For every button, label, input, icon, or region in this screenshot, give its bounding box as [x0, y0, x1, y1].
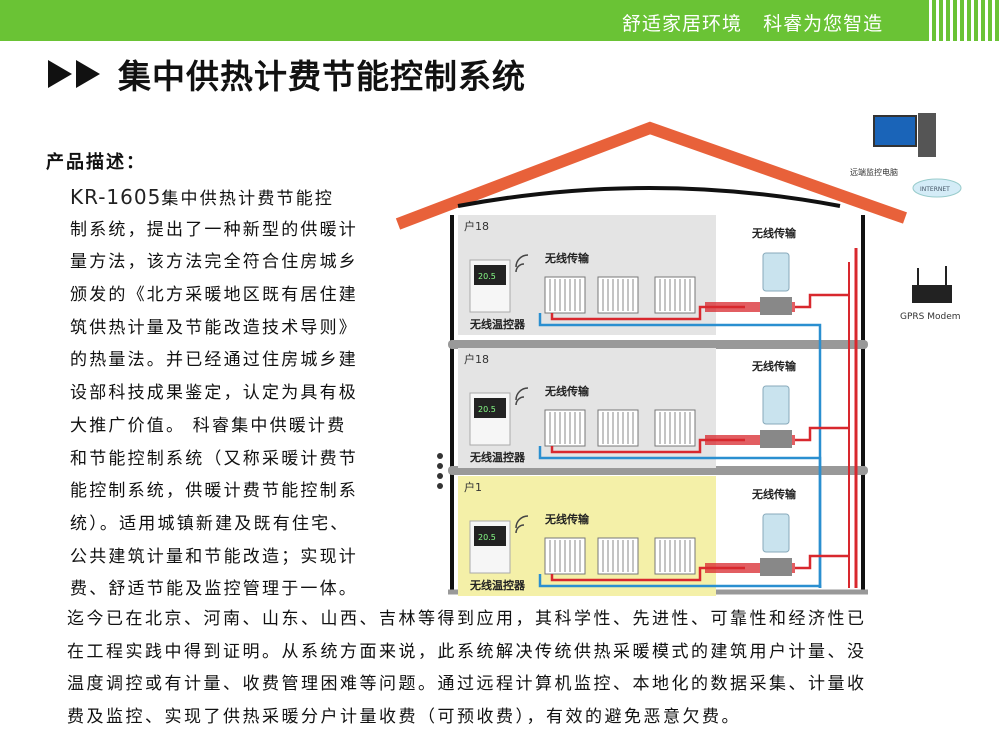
valve-body: [760, 297, 792, 315]
description-heading: 产品描述：: [46, 152, 146, 173]
floor-slab: [448, 466, 868, 475]
paragraph-line: 量方法，该方法完全符合住房城乡: [70, 252, 358, 273]
dot-icon: [437, 473, 443, 479]
wireless-label: 无线传输: [544, 384, 590, 398]
dot-icon: [437, 453, 443, 459]
paragraph-line: 和节能控制系统（又称采暖计费节: [70, 448, 358, 469]
paragraph-line: 制系统，提出了一种新型的供暖计: [70, 219, 358, 240]
paragraph-line: 费、舒适节能及监控管理于一体。: [70, 579, 358, 600]
paragraph-line: 颁发的《北方采暖地区既有居住建: [70, 285, 358, 306]
wireless-label: 无线传输: [751, 226, 797, 240]
thermostat-display: 20.5: [478, 405, 496, 414]
paragraph-line: 费及监控、实现了供热采暖分户计量收费（可预收费），有效的避免恶意欠费。: [67, 707, 741, 728]
paragraph-line: 在工程实践中得到证明。从系统方面来说，此系统解决传统供热采暖模式的建筑用户计量、…: [67, 641, 867, 662]
header-slogan: 舒适家居环境 科睿为您智造: [622, 13, 884, 35]
hot-branch: [795, 554, 849, 570]
thermostat-display: 20.5: [478, 272, 496, 281]
page-title: 集中供热计费节能控制系统: [118, 57, 526, 96]
floor-slab: [448, 340, 868, 349]
paragraph-line: 能控制系统，供暖计费节能控制系: [70, 481, 358, 502]
roof: [395, 121, 907, 230]
cold-pipe: [538, 446, 822, 588]
computer-tower-icon: [918, 113, 936, 157]
wireless-label: 无线传输: [544, 251, 590, 265]
thermostat-label: 无线温控器: [469, 450, 526, 464]
double-arrow-icon: [48, 60, 104, 88]
paragraph-line: KR-1605集中供热计费节能控: [70, 185, 335, 209]
header-bar: 舒适家居环境 科睿为您智造: [0, 0, 1000, 41]
wifi-icon: [515, 515, 529, 534]
paragraph-line: 公共建筑计量和节能改造；实现计: [70, 546, 358, 567]
paragraph-line: 的热量法。并已经通过住房城乡建: [70, 350, 358, 371]
gprs-modem-icon: [912, 285, 952, 303]
header-stripes: [925, 0, 1000, 41]
hot-branch: [795, 293, 849, 309]
paragraph-line: 温度调控或有计量、收费管理困难等问题。通过远程计算机监控、本地化的数据采集、计量…: [67, 674, 867, 695]
paragraph-line: 迄今已在北京、河南、山东、山西、吉林等得到应用，其科学性、先进性、可靠性和经济性…: [67, 609, 867, 629]
thermostat-label: 无线温控器: [469, 578, 526, 592]
unit-label: 户18: [464, 219, 489, 233]
ceiling: [457, 186, 841, 208]
unit-label: 户1: [464, 480, 482, 494]
wifi-icon: [515, 387, 529, 406]
wireless-label: 无线传输: [751, 487, 797, 501]
valve-body: [760, 558, 792, 576]
paragraph-line: 筑供热计量及节能改造技术导则》: [70, 317, 358, 338]
hot-pipe-main: [705, 435, 795, 445]
hot-branch: [795, 426, 849, 442]
computer-monitor-icon: [873, 115, 917, 147]
unit-label: 户18: [464, 352, 489, 366]
hot-pipe-main: [705, 563, 795, 573]
wireless-valve-icon: [762, 513, 790, 553]
wireless-label: 无线传输: [544, 512, 590, 526]
thermostat-screen: [474, 265, 506, 285]
wifi-icon: [515, 254, 529, 273]
thermostat-display: 20.5: [478, 533, 496, 542]
wireless-label: 无线传输: [751, 359, 797, 373]
dot-icon: [437, 483, 443, 489]
paragraph-line: 设部科技成果鉴定，认定为具有极: [70, 383, 358, 404]
thermostat-label: 无线温控器: [469, 317, 526, 331]
title-row: 集中供热计费节能控制系统: [48, 50, 526, 98]
thermostat-screen: [474, 526, 506, 546]
wireless-valve-icon: [762, 385, 790, 425]
model-number: KR-1605: [70, 185, 162, 209]
remote-pc-label: 远端监控电脑: [850, 167, 898, 177]
thermostat-screen: [474, 398, 506, 418]
wireless-valve-icon: [762, 252, 790, 292]
internet-label: INTERNET: [920, 186, 950, 193]
cloud-icon: [912, 178, 962, 198]
paragraph-line: 大推广价值。 科睿集中供暖计费: [70, 415, 347, 436]
description-left-paragraph: KR-1605集中供热计费节能控制系统，提出了一种新型的供暖计量方法，该方法完全…: [70, 181, 390, 606]
valve-body: [760, 430, 792, 448]
paragraph-line: 统）。适用城镇新建及既有住宅、: [70, 513, 350, 534]
cold-pipe: [538, 574, 822, 588]
description-bottom-paragraph: 迄今已在北京、河南、山东、山西、吉林等得到应用，其科学性、先进性、可靠性和经济性…: [67, 603, 867, 734]
hot-pipe-main: [705, 302, 795, 312]
dot-icon: [437, 463, 443, 469]
cold-pipe: [538, 313, 822, 588]
gprs-modem-label: GPRS Modem: [900, 312, 961, 322]
